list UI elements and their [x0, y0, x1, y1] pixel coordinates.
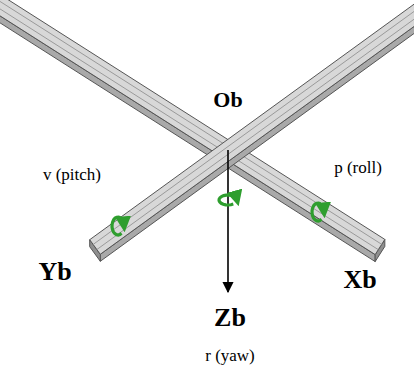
beam-y: [90, 4, 414, 262]
beam-x: [0, 0, 385, 262]
beam-groove: [97, 14, 414, 250]
beam-groove: [0, 5, 378, 250]
beam-groove: [0, 0, 382, 244]
yaw-label: r (yaw): [205, 347, 255, 366]
z-axis-arrow: [227, 150, 229, 292]
origin-label: Ob: [213, 88, 242, 112]
beam-top: [90, 4, 414, 255]
beam-top: [0, 0, 385, 255]
axis-label: Zb: [214, 304, 246, 333]
pitch-label: v (pitch): [43, 166, 101, 185]
axis-label: Yb: [38, 258, 71, 287]
roll-rotation-arrow: [312, 203, 324, 221]
pitch-rotation-arrow: [112, 217, 124, 235]
axis-label: Xb: [343, 266, 376, 295]
yaw-rotation-arrow: [219, 195, 237, 205]
beam-groove: [93, 8, 414, 244]
roll-label: p (roll): [334, 159, 382, 178]
